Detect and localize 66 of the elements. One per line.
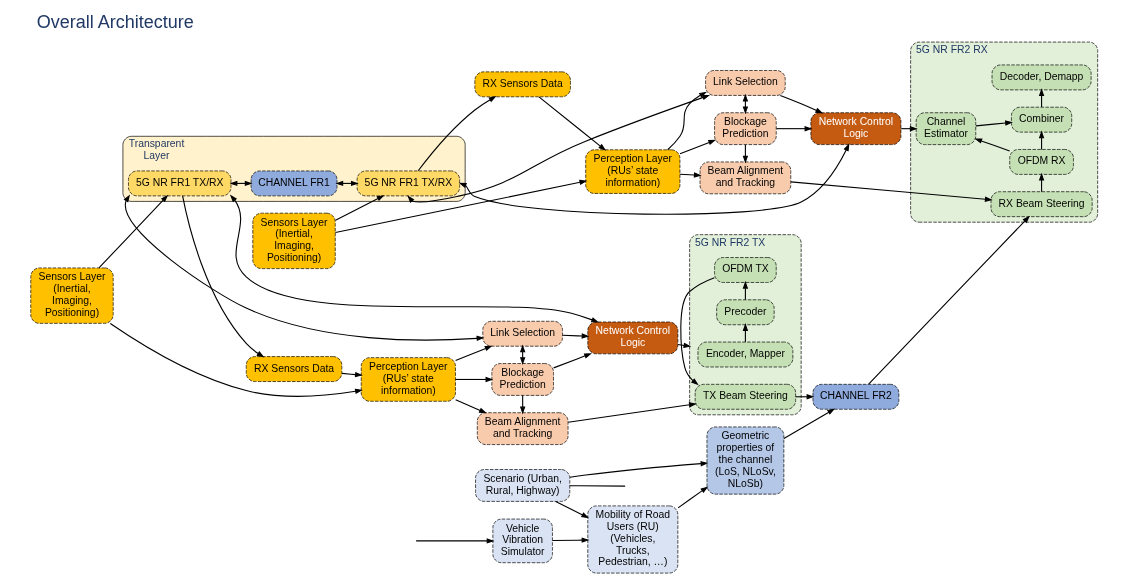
node-box: Link Selection [705,70,786,96]
arrow [679,139,717,155]
arrow [567,402,697,423]
arrow [667,91,707,151]
node-box: 5G NR FR1 TX/RX [128,170,232,197]
node-box: Encoder, Mapper [697,341,794,368]
node-box: Beam Alignment and Tracking [699,161,792,195]
connector [569,485,626,487]
arrow [341,371,363,378]
node-box: OFDM TX [714,257,777,283]
node-box: CHANNEL FR1 [250,170,338,197]
arrow [677,486,709,509]
node-box: Perception Layer (RUs’ state information) [585,149,681,194]
arrow [790,181,993,202]
arrow [783,408,836,439]
node-box: Sensors Layer (Inertial, Imaging, Positioning) [252,212,336,269]
arrow [334,195,385,221]
arrow [974,138,1011,152]
node-box: RX Sensors Data [245,356,343,382]
arrow [680,277,715,386]
node-box: 5G NR FR1 TX/RX [356,170,460,197]
node-box: Combiner [1011,106,1073,133]
node-box: Scenario (Urban, Rural, Highway) [475,469,571,502]
arrow [900,125,918,132]
node-box: Geometric properties of the channel (LoS, NLoSv, NLoSb) [706,426,785,495]
node-box: Network Control Logic [587,321,679,355]
arrow [109,322,363,397]
node-box: Link Selection [482,320,563,347]
arrow [455,345,493,362]
node-box: OFDM RX [1009,149,1074,175]
arrow [455,399,487,414]
node-box: Beam Alignment and Tracking [476,412,569,445]
arrow [538,96,607,151]
node-box: Sensors Layer (Inertial, Imaging, Positioning) [30,267,114,324]
arrow [551,537,590,543]
arrow [569,460,709,478]
arrow [553,353,592,369]
node-box: Vehicle Vibration Simulator [492,518,553,564]
node-box: RX Beam Steering [990,191,1093,217]
diagram-title: Overall Architecture [36,12,194,33]
node-box: Blockage Prediction [714,112,777,145]
arrow [562,333,590,339]
arrow [679,172,702,178]
arrow [229,194,600,323]
arrow [415,538,495,544]
arrow [868,215,1030,385]
node-box: Blockage Prediction [491,363,554,396]
node-box: RX Sensors Data [474,71,571,98]
node-box: Decoder, Demapp [991,64,1092,91]
arrow [407,94,711,203]
node-box: Perception Layer (RUs’ state information) [360,357,456,402]
node-box: Mobility of Road Users (RU) (Vehicles, Trucks, Pedestrian, …) [587,505,679,574]
arrow [417,96,497,172]
arrow [975,120,1013,127]
node-box: Network Control Logic [810,112,902,145]
arrow [775,125,813,132]
arrow [98,194,169,269]
node-box: Precoder [716,299,775,326]
arrow [182,195,265,358]
arrow [123,194,485,342]
arrow [455,376,494,383]
node-box: CHANNEL FR2 [812,383,900,410]
arrow [779,94,824,114]
node-box: TX Beam Steering [694,383,796,410]
node-box: Channel Estimator [915,112,977,145]
arrow [555,500,590,519]
